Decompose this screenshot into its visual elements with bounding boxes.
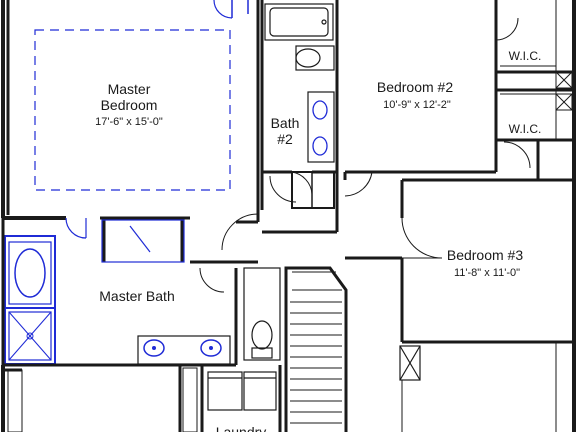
staircase	[284, 266, 348, 432]
bedroom3-door	[401, 217, 443, 259]
bath2-label-line1: Bath	[271, 115, 300, 131]
bedroom2-label: Bedroom #2	[377, 79, 453, 95]
sink-right	[200, 339, 222, 357]
bath2-label-line2: #2	[277, 131, 293, 147]
master-bedroom-top-door	[213, 0, 249, 19]
shower	[8, 311, 52, 361]
washer-dryer	[207, 371, 277, 411]
bedroom2-dimensions: 10'-9" x 12'-2"	[383, 99, 451, 111]
stair-treads	[290, 301, 342, 424]
master-vanity	[137, 335, 231, 365]
master-bath-label: Master Bath	[99, 288, 174, 304]
laundry-shelf	[182, 367, 198, 432]
bedroom2-walls	[262, 0, 498, 234]
master-bath-fixtures	[4, 235, 56, 365]
bath2-tub	[264, 3, 334, 41]
bedroom2-door	[344, 171, 373, 197]
wic2-door	[503, 141, 531, 169]
soaking-tub	[14, 248, 46, 298]
linen-closet	[291, 171, 335, 209]
master-bedroom-door	[221, 213, 259, 251]
bath2-vanity	[307, 91, 335, 163]
wic2-label: W.I.C.	[509, 122, 542, 136]
master-bedroom-label-line2: Bedroom	[101, 97, 158, 113]
wic-walls	[496, 70, 574, 182]
bath2-door	[291, 171, 313, 195]
master-closet-doors	[65, 217, 185, 263]
wic-shelves	[500, 0, 573, 140]
wic1-label: W.I.C.	[509, 49, 542, 63]
laundry-label: Laundry	[216, 424, 267, 432]
tray-ceiling-outline	[34, 29, 231, 191]
bath2-hall-door	[269, 175, 297, 203]
master-toilet	[243, 267, 281, 361]
master-bedroom-label-line1: Master	[108, 81, 151, 97]
master-bedroom-dimensions: 17'-6" x 15'-0"	[95, 116, 163, 128]
bedroom3-walls	[345, 178, 574, 344]
bath2-toilet	[295, 45, 335, 71]
linen-tower	[399, 345, 421, 381]
master-bedroom-walls	[6, 0, 260, 224]
wic1-door	[495, 17, 519, 41]
laundry-walls	[3, 365, 282, 432]
bedroom3-dimensions: 11'-8" x 11'-0"	[454, 267, 520, 279]
master-bath-walls	[1, 218, 258, 367]
bedroom3-label: Bedroom #3	[447, 247, 523, 263]
bath2-walls	[260, 0, 339, 210]
lower-closet	[7, 369, 23, 432]
sink-left	[143, 339, 165, 357]
master-bath-door	[199, 267, 225, 293]
